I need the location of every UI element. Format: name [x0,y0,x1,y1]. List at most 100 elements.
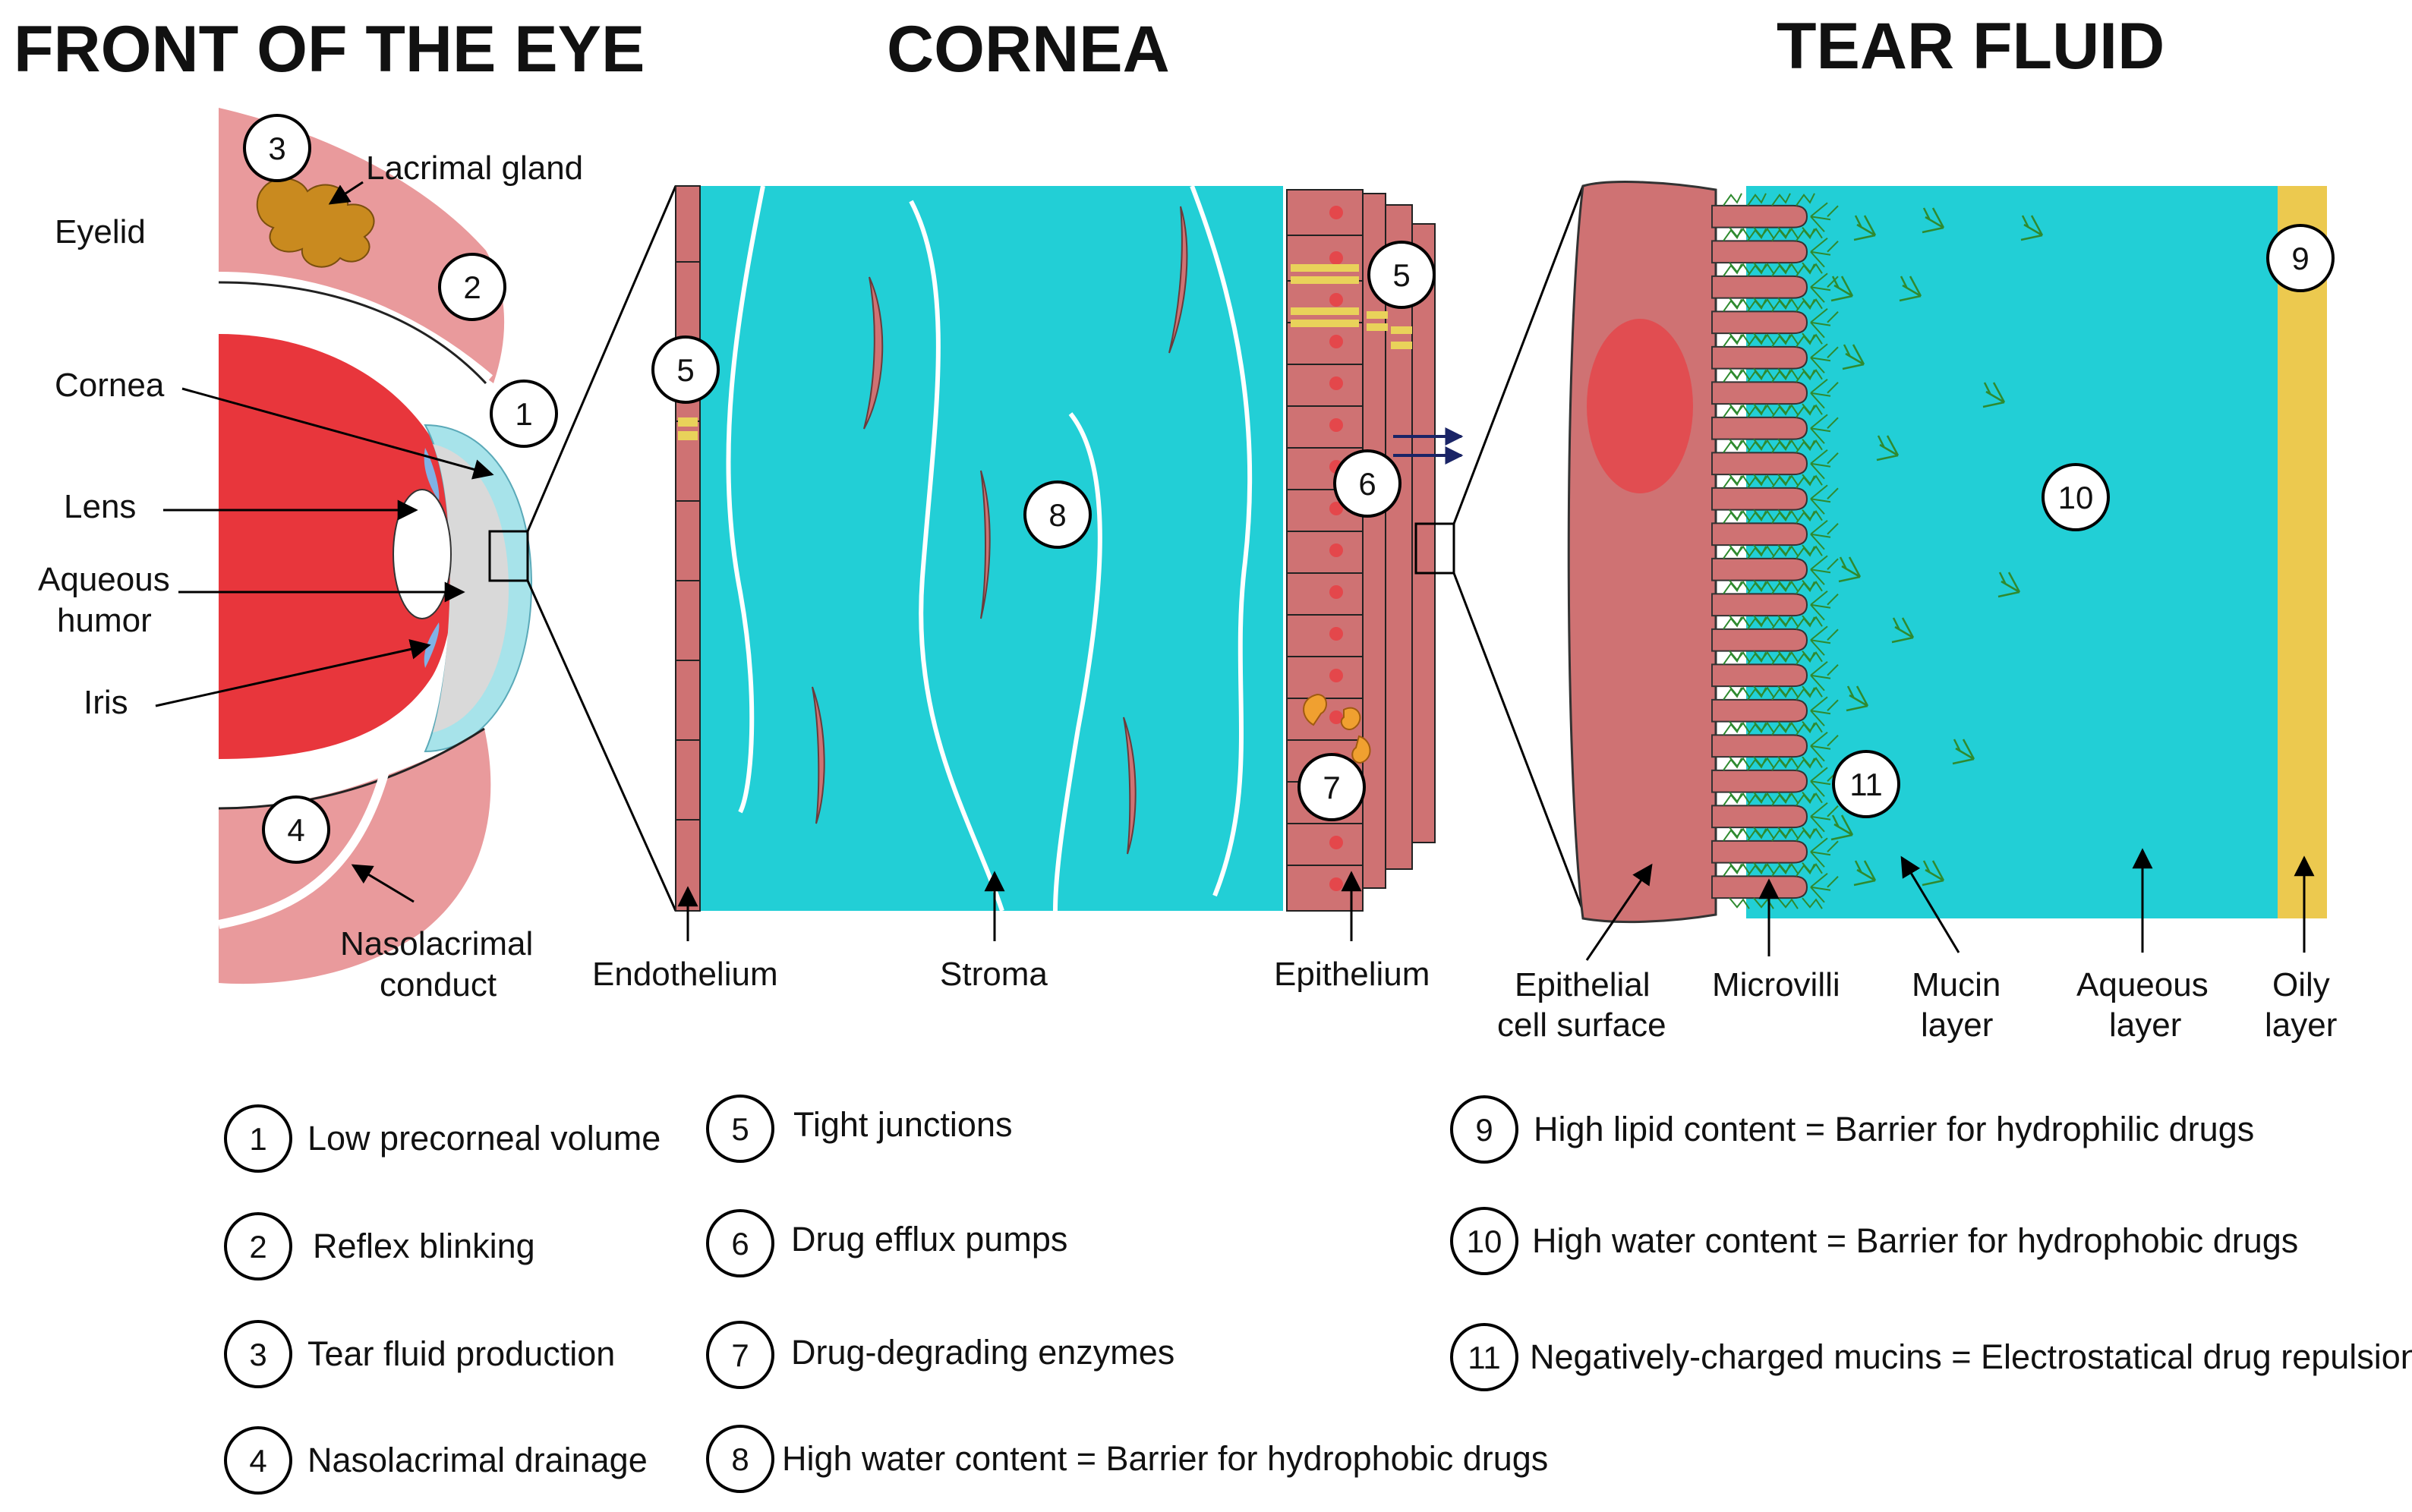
mucin-strand [1771,863,1799,909]
marker-10: 10 [2042,463,2110,531]
microvillus [1711,839,1808,864]
mucin-strand [1810,484,1839,515]
mucin-strand [1810,519,1839,550]
microvillus [1711,522,1808,547]
label-lens: Lens [64,488,136,525]
label-aqueous-line2: humor [57,602,152,639]
mucin-strand [1810,237,1839,268]
legend-item-2: 2 Reflex blinking [224,1212,535,1280]
legend-item-7: 7 Drug-degrading enzymes [706,1321,1174,1389]
label-lacrimal-gland: Lacrimal gland [366,150,583,187]
mucin-strand [1810,696,1839,726]
label-iris: Iris [84,684,128,721]
legend-item-1: 1 Low precorneal volume [224,1104,661,1173]
mucin-strand [1810,837,1839,868]
label-mucin-line2: layer [1921,1006,1993,1044]
mucin-group [1723,193,2044,909]
microvillus [1711,875,1808,899]
cornea-zoom-box [1414,522,1455,575]
free-mucin [1899,276,1922,302]
svg-text:11: 11 [1849,767,1883,802]
legend-text-2: Reflex blinking [313,1227,535,1265]
legend-item-5: 5 Tight junctions [706,1095,1012,1163]
legend-item-10: 10 High water content = Barrier for hydr… [1450,1207,2298,1275]
microvillus [1711,310,1808,335]
title-front-of-eye: FRONT OF THE EYE [14,13,645,86]
mucin-strand [1810,625,1839,656]
svg-text:8: 8 [1048,497,1066,533]
legend-text-9: High lipid content = Barrier for hydroph… [1534,1110,2254,1148]
microvilli-group [1711,204,1808,899]
legend-item-4: 4 Nasolacrimal drainage [224,1426,648,1495]
microvillus [1711,769,1808,793]
label-aqueous-line1: Aqueous [38,561,170,598]
endothelium [675,185,701,912]
label-nasolacrimal-line1: Nasolacrimal [340,925,533,962]
cornea-panel: Endothelium Stroma Epithelium [592,184,1584,993]
mucin-strand [1810,872,1839,903]
label-endothelium: Endothelium [592,956,778,993]
mucin-strand [1810,802,1839,833]
microvillus [1711,204,1808,228]
svg-text:2: 2 [249,1229,266,1265]
microvillus [1711,628,1808,652]
free-mucin [2020,215,2044,241]
free-mucin [1997,572,2021,598]
title-cornea: CORNEA [887,13,1170,86]
microvillus [1711,275,1808,299]
mucin-strand [1810,555,1839,585]
label-mucin-line1: Mucin [1912,966,2001,1003]
label-cornea: Cornea [55,367,165,404]
legend-item-3: 3 Tear fluid production [224,1320,615,1388]
mucin-strand [1810,307,1839,339]
mucin-strand [1810,272,1839,303]
svg-text:3: 3 [249,1337,266,1372]
svg-text:7: 7 [731,1337,749,1373]
free-mucin [1952,739,1975,765]
mucin-strand [1796,863,1823,909]
svg-text:2: 2 [463,269,481,305]
svg-text:3: 3 [268,131,285,166]
svg-text:8: 8 [731,1441,749,1477]
free-mucin [1838,556,1862,583]
free-mucin [1922,860,1945,887]
svg-text:10: 10 [2058,480,2094,515]
microvillus [1711,416,1808,440]
svg-text:11: 11 [1468,1340,1501,1375]
front-of-eye-panel: Lacrimal gland Eyelid Cornea Lens Aqueou… [38,108,677,1003]
legend-item-8: 8 High water content = Barrier for hydro… [706,1425,1548,1493]
microvillus [1711,593,1808,617]
label-stroma: Stroma [940,956,1048,993]
label-nasolacrimal-line2: conduct [380,966,497,1003]
legend-item-11: 11 Negatively-charged mucins = Electrost… [1450,1323,2412,1391]
label-oily-line2: layer [2265,1006,2337,1044]
label-epithelium: Epithelium [1274,956,1430,993]
free-mucin [1842,344,1865,370]
marker-5-endothelium: 5 [651,335,720,404]
svg-text:5: 5 [676,352,694,388]
mucin-strand [1723,863,1750,909]
tear-fluid-panel: Epithelial cell surface Microvilli Mucin… [1497,181,2337,1044]
legend-text-4: Nasolacrimal drainage [307,1441,648,1479]
svg-text:1: 1 [249,1121,266,1157]
svg-text:1: 1 [515,396,532,432]
mucin-strand [1810,590,1839,621]
microvillus [1711,381,1808,405]
diagram-markers: 3 2 1 4 5 8 5 6 7 9 10 11 [243,114,2335,864]
lens [393,489,452,619]
label-aqueous-layer-line2: layer [2109,1006,2181,1044]
legend-item-9: 9 High lipid content = Barrier for hydro… [1450,1095,2254,1164]
marker-7: 7 [1297,753,1366,821]
microvillus [1711,734,1808,758]
legend-text-6: Drug efflux pumps [791,1220,1067,1258]
mucin-strand [1810,202,1839,232]
eye-zoom-box [488,530,529,582]
microvillus [1711,557,1808,581]
label-epithelial-line2: cell surface [1497,1006,1666,1044]
microvillus [1711,698,1808,723]
epithelial-cell [1567,181,1717,924]
legend-text-10: High water content = Barrier for hydroph… [1532,1221,2298,1260]
marker-11: 11 [1832,750,1900,818]
marker-1: 1 [490,380,558,448]
